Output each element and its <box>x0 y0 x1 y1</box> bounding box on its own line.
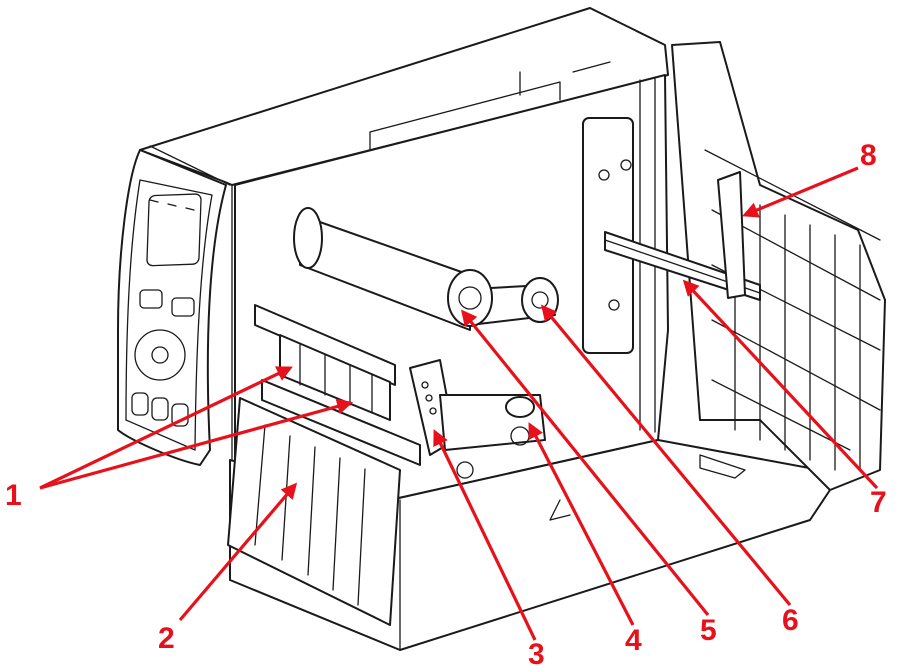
callout-3: 3 <box>528 638 545 666</box>
callout-7: 7 <box>870 486 887 519</box>
navigation-pad[interactable] <box>134 329 186 381</box>
panel-button-left[interactable] <box>139 289 163 309</box>
callout-1: 1 <box>5 479 22 512</box>
callout-labels: 1 2 3 4 5 6 7 8 <box>5 139 887 666</box>
display-screen <box>146 193 202 267</box>
printhead-assembly <box>254 304 421 466</box>
callout-6: 6 <box>782 604 799 637</box>
leader-3 <box>433 429 537 641</box>
leader-6 <box>540 304 792 607</box>
ribbon-spindle <box>293 207 559 331</box>
leader-8 <box>742 166 859 218</box>
callout-4: 4 <box>625 624 642 657</box>
media-door <box>227 397 401 626</box>
media-guide-upright <box>717 171 746 299</box>
platen-roller <box>439 394 546 479</box>
ribbon-take-up-knob <box>521 277 559 323</box>
leader-1b <box>39 398 354 490</box>
callout-8: 8 <box>860 139 877 172</box>
printer-illustration <box>117 7 886 651</box>
leader-7 <box>682 279 879 490</box>
panel-button-bottom-3[interactable] <box>171 403 189 427</box>
callout-2: 2 <box>158 622 175 655</box>
leader-2 <box>178 482 298 622</box>
control-panel <box>117 149 227 466</box>
panel-button-bottom-1[interactable] <box>131 392 149 416</box>
callout-leaders <box>39 166 879 641</box>
panel-button-right[interactable] <box>171 297 195 317</box>
panel-button-bottom-2[interactable] <box>151 397 169 421</box>
leader-4 <box>528 422 635 626</box>
leader-5 <box>460 309 710 617</box>
ribbon-spindle-end <box>447 269 493 327</box>
leader-1a <box>39 366 293 490</box>
callout-5: 5 <box>700 614 717 647</box>
